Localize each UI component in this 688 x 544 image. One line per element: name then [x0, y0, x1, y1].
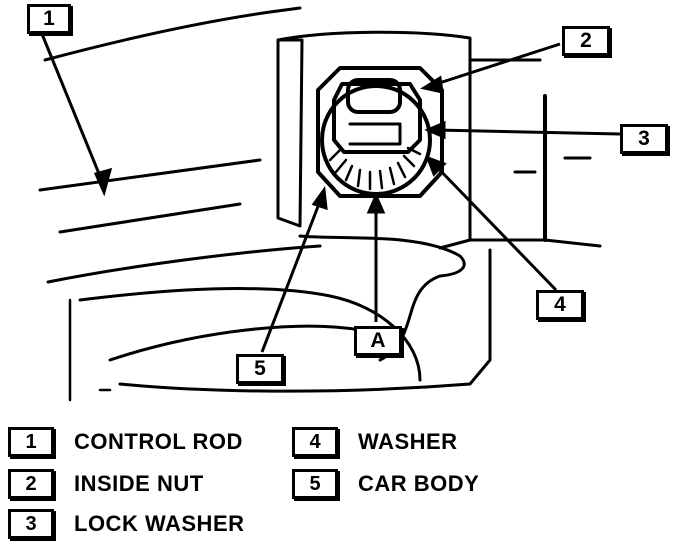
right-panel — [468, 58, 602, 248]
legend-item-5: 5 CAR BODY — [292, 468, 479, 500]
car-body-curve-3 — [108, 324, 362, 362]
leader-4 — [432, 162, 558, 292]
rod-line — [58, 202, 242, 234]
legend-number-box: 4 — [292, 427, 338, 457]
control-rod-upper-edge — [43, 6, 302, 62]
arrow-3 — [424, 120, 446, 140]
arrow-5 — [311, 185, 328, 211]
legend-label: WASHER — [358, 429, 458, 454]
arrow-1 — [93, 167, 113, 197]
legend-number-box: 5 — [292, 469, 338, 499]
legend-item-4: 4 WASHER — [292, 426, 458, 458]
arrow-2 — [420, 75, 444, 94]
legend-label: CONTROL ROD — [74, 429, 243, 454]
callout-2: 2 — [562, 26, 610, 56]
arrow-4 — [425, 155, 447, 177]
car-body-bottom — [118, 248, 492, 393]
legend-number-box: 1 — [8, 427, 54, 457]
callout-1: 1 — [27, 4, 71, 34]
legend-number-box: 2 — [8, 469, 54, 499]
leader-2 — [429, 42, 561, 88]
inside-nut — [332, 82, 422, 154]
control-rod-lower-edge — [38, 158, 262, 192]
nut-face — [348, 122, 402, 146]
rod-line-2 — [46, 244, 322, 284]
legend-item-1: 1 CONTROL ROD — [8, 426, 243, 458]
right-tick — [513, 156, 592, 174]
assembly-diagram — [38, 6, 621, 402]
legend-label: INSIDE NUT — [74, 471, 204, 496]
legend-item-3: 3 LOCK WASHER — [8, 508, 245, 540]
car-body-curve-2 — [78, 286, 422, 382]
legend-label: LOCK WASHER — [74, 511, 245, 536]
legend-label: CAR BODY — [358, 471, 480, 496]
callout-A: A — [354, 326, 402, 356]
callout-4: 4 — [536, 290, 584, 320]
arrow-A — [366, 192, 386, 214]
leader-5 — [260, 195, 324, 353]
callout-5: 5 — [236, 354, 284, 384]
callout-3: 3 — [620, 124, 668, 154]
car-body-sweep — [298, 234, 466, 362]
bracket-plate — [276, 38, 304, 228]
legend: 1 CONTROL ROD 2 INSIDE NUT 3 LOCK WASHER… — [0, 422, 688, 544]
legend-number-box: 3 — [8, 509, 54, 539]
bolt-end — [346, 78, 402, 114]
washer-circle — [320, 84, 432, 196]
lock-washer-teeth — [328, 146, 422, 191]
leader-3 — [435, 128, 621, 136]
leader-1 — [40, 33, 106, 187]
bracket-outline — [276, 30, 472, 250]
legend-item-2: 2 INSIDE NUT — [8, 468, 204, 500]
